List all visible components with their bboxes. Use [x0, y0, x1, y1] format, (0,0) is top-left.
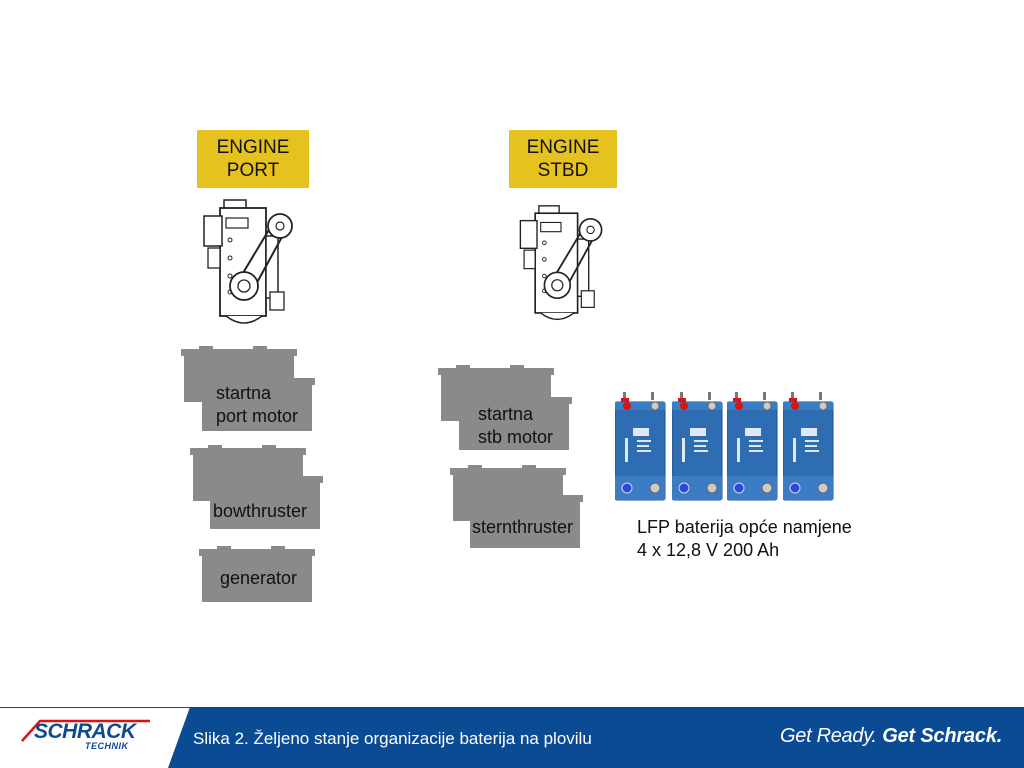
engine-stbd-line2: STBD	[537, 160, 589, 181]
footer-background	[0, 707, 1024, 768]
port-start-line1: startna	[216, 383, 272, 403]
bowthruster-label: bowthruster	[213, 501, 308, 521]
footer-bar: SCHRACK TECHNIK Slika 2. Željeno stanje …	[0, 707, 1024, 768]
engine-port-icon	[203, 199, 293, 324]
engine-stbd-line1: ENGINE	[526, 137, 600, 158]
tagline-bold: Get Schrack.	[882, 725, 1003, 747]
stb-start-line2: stb motor	[478, 427, 554, 447]
lfp-battery-3	[727, 392, 778, 501]
port-start-label: startna port motor	[216, 382, 298, 428]
sternthruster-label: sternthruster	[472, 517, 574, 537]
tagline: Get Ready. Get Schrack.	[780, 725, 1002, 748]
engine-port-line2: PORT	[226, 160, 280, 181]
lfp-battery-4	[783, 392, 834, 501]
schrack-logo-sub: TECHNIK	[85, 741, 129, 751]
engine-stbd-icon	[519, 204, 603, 321]
engine-port-label: ENGINE PORT	[197, 130, 309, 188]
lfp-caption-line2: 4 x 12,8 V 200 Ah	[637, 540, 780, 560]
figure-caption: Slika 2. Željeno stanje organizacije bat…	[193, 729, 592, 748]
lfp-battery-1	[615, 392, 666, 501]
tagline-light: Get Ready.	[780, 725, 877, 747]
engine-port-line1: ENGINE	[216, 137, 290, 158]
stb-start-label: startna stb motor	[478, 403, 553, 449]
lfp-caption: LFP baterija opće namjene 4 x 12,8 V 200…	[637, 516, 852, 562]
lfp-caption-line1: LFP baterija opće namjene	[637, 517, 852, 537]
schrack-logo: SCHRACK	[34, 720, 136, 743]
stb-start-line1: startna	[478, 404, 534, 424]
generator-label: generator	[220, 568, 298, 588]
port-start-line2: port motor	[216, 406, 299, 426]
engine-stbd-label: ENGINE STBD	[509, 130, 617, 188]
lfp-battery-2	[672, 392, 723, 501]
